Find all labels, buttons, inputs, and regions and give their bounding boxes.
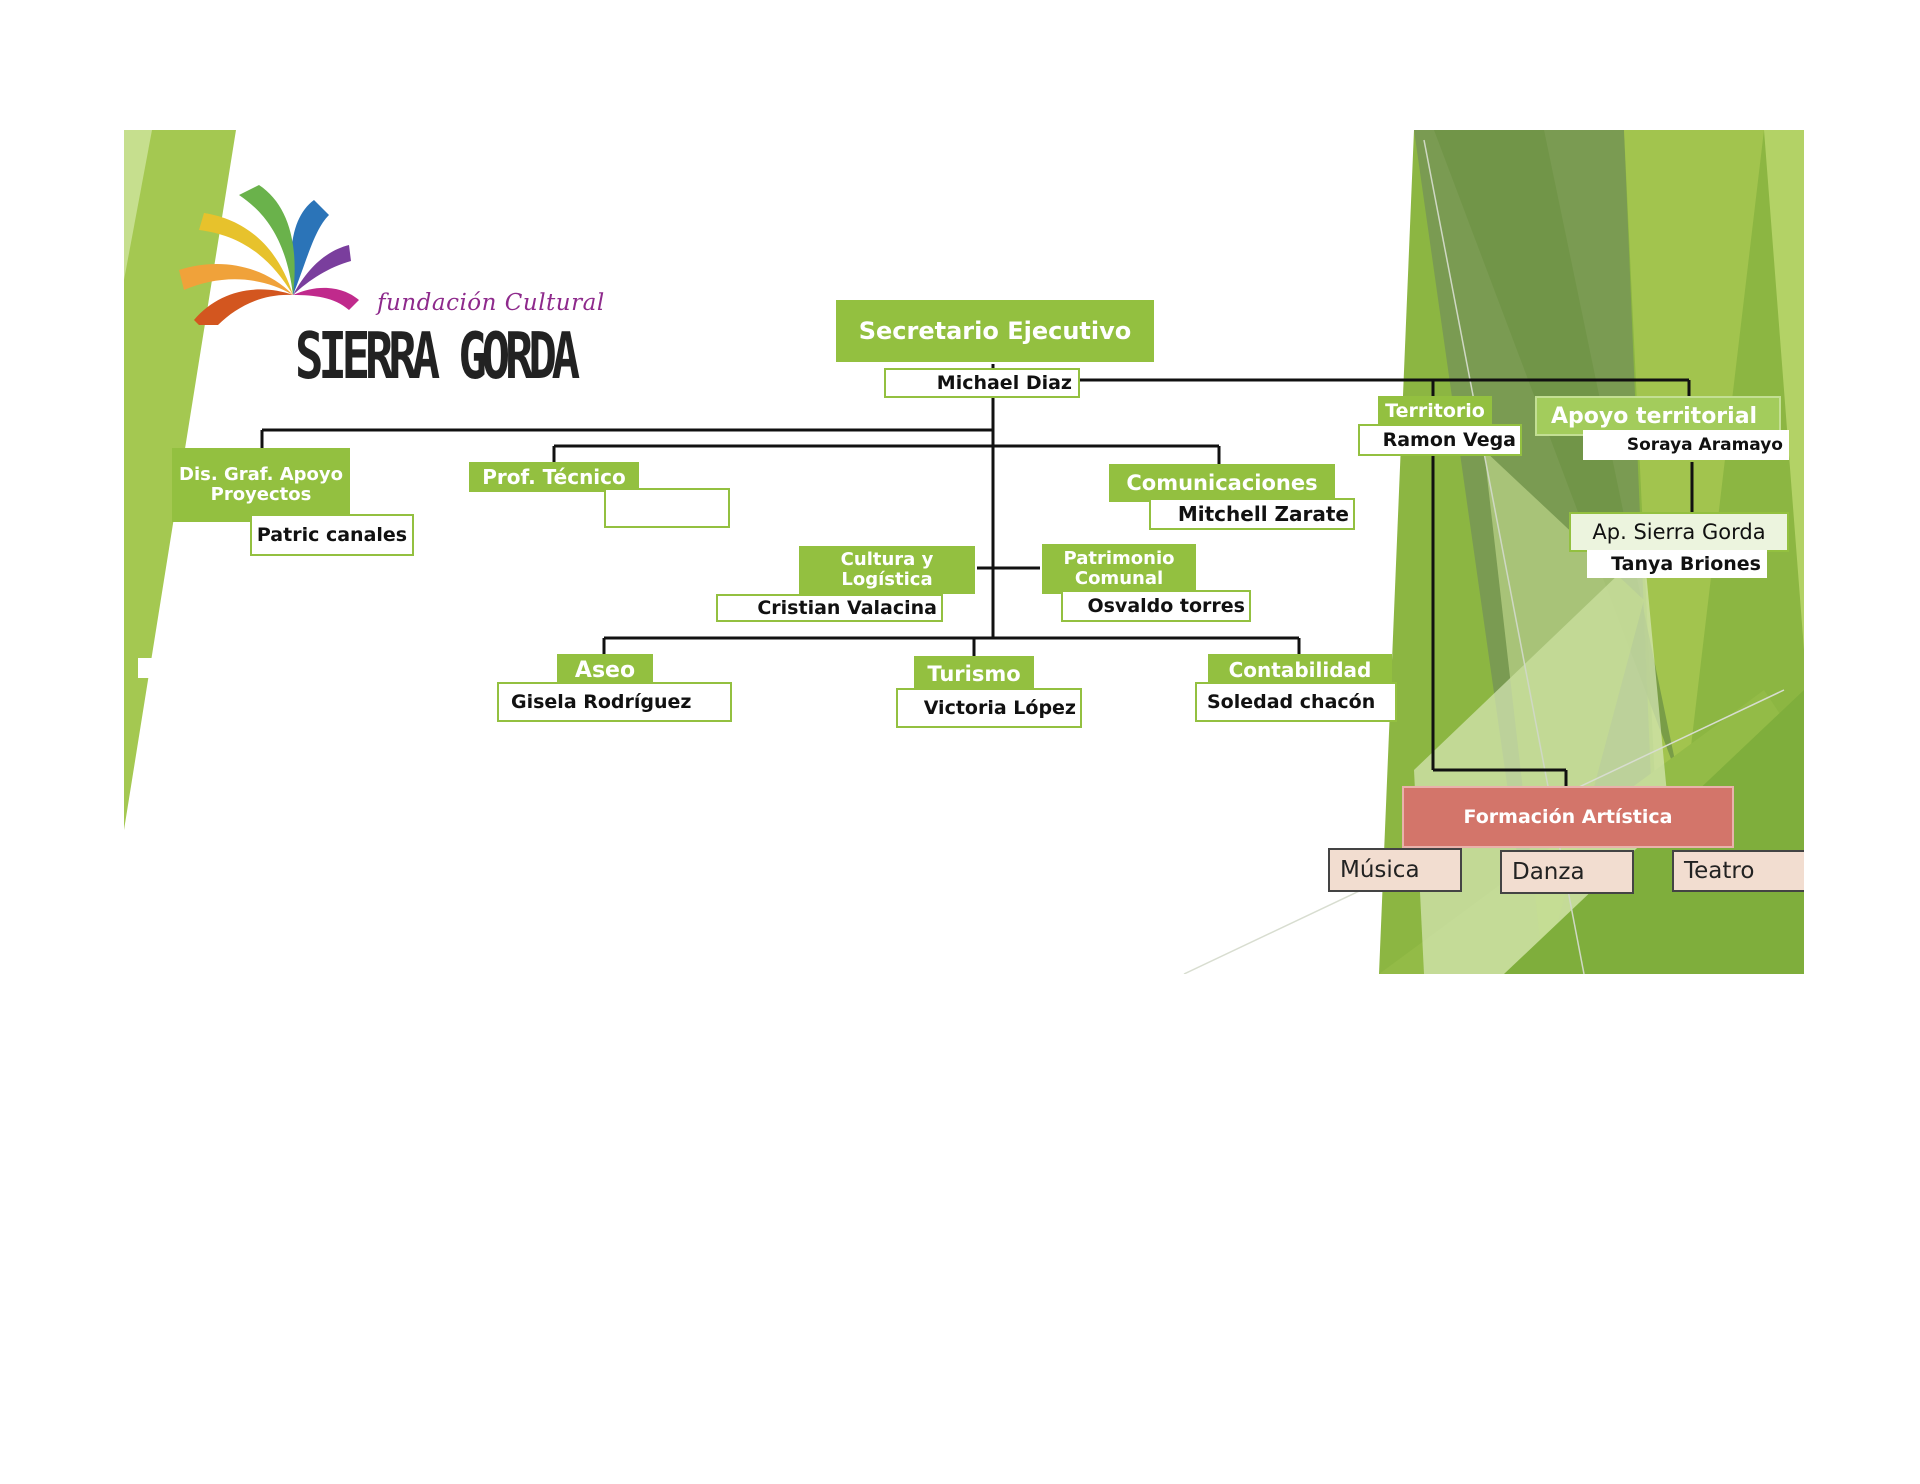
contabilidad-box: Contabilidad <box>1208 654 1392 686</box>
contabilidad-name: Soledad chacón <box>1195 682 1397 722</box>
teatro-box: Teatro <box>1672 850 1804 892</box>
territorio-box: Territorio <box>1378 396 1492 426</box>
apoyo-territorial-box: Apoyo territorial <box>1535 396 1781 436</box>
org-chart-connectors <box>260 364 1694 786</box>
patrimonio-comunal-box: Patrimonio Comunal <box>1042 544 1196 594</box>
aseo-box: Aseo <box>557 654 653 686</box>
aseo-name: Gisela Rodríguez <box>497 682 732 722</box>
secretario-ejecutivo-box: Secretario Ejecutivo <box>836 300 1154 362</box>
dis-graf-title-line1: Dis. Graf. Apoyo <box>179 464 343 485</box>
logo-swirl-icon <box>179 185 359 325</box>
comunicaciones-box: Comunicaciones <box>1109 464 1335 502</box>
background-decoration <box>124 130 1804 974</box>
territorio-name: Ramon Vega <box>1358 424 1522 456</box>
prof-tecnico-name <box>604 488 730 528</box>
tanya-briones-name: Tanya Briones <box>1587 550 1767 578</box>
dis-graf-name: Patric canales <box>250 514 414 556</box>
cultura-logistica-name: Cristian Valacina <box>716 594 943 622</box>
cultura-title-line1: Cultura y <box>840 549 934 570</box>
musica-box: Música <box>1328 848 1462 892</box>
prof-tecnico-box: Prof. Técnico <box>469 462 639 492</box>
patrimonio-title-line1: Patrimonio <box>1063 548 1175 569</box>
cultura-title-line2: Logística <box>841 569 933 590</box>
formacion-artistica-box: Formación Artística <box>1402 786 1734 848</box>
turismo-name: Victoria López <box>896 688 1082 728</box>
apoyo-territorial-name: Soraya Aramayo <box>1583 430 1789 460</box>
turismo-box: Turismo <box>914 656 1034 692</box>
logo-wordmark: SIERRA GORDA <box>295 320 580 394</box>
ap-sierra-gorda-box: Ap. Sierra Gorda <box>1569 512 1789 552</box>
logo-script-text: fundación Cultural <box>377 290 605 316</box>
fundacion-logo: fundación Cultural SIERRA GORDA <box>169 175 604 389</box>
patrimonio-comunal-name: Osvaldo torres <box>1061 590 1251 622</box>
org-chart-slide: fundación Cultural SIERRA GORDA Secretar… <box>124 130 1804 974</box>
cultura-logistica-box: Cultura y Logística <box>799 546 975 594</box>
dis-graf-box: Dis. Graf. Apoyo Proyectos <box>172 448 350 522</box>
comunicaciones-name: Mitchell Zarate <box>1149 498 1355 530</box>
secretario-ejecutivo-name: Michael Diaz <box>884 368 1080 398</box>
danza-box: Danza <box>1500 850 1634 894</box>
dis-graf-title-line2: Proyectos <box>210 484 312 505</box>
patrimonio-title-line2: Comunal <box>1074 568 1164 589</box>
